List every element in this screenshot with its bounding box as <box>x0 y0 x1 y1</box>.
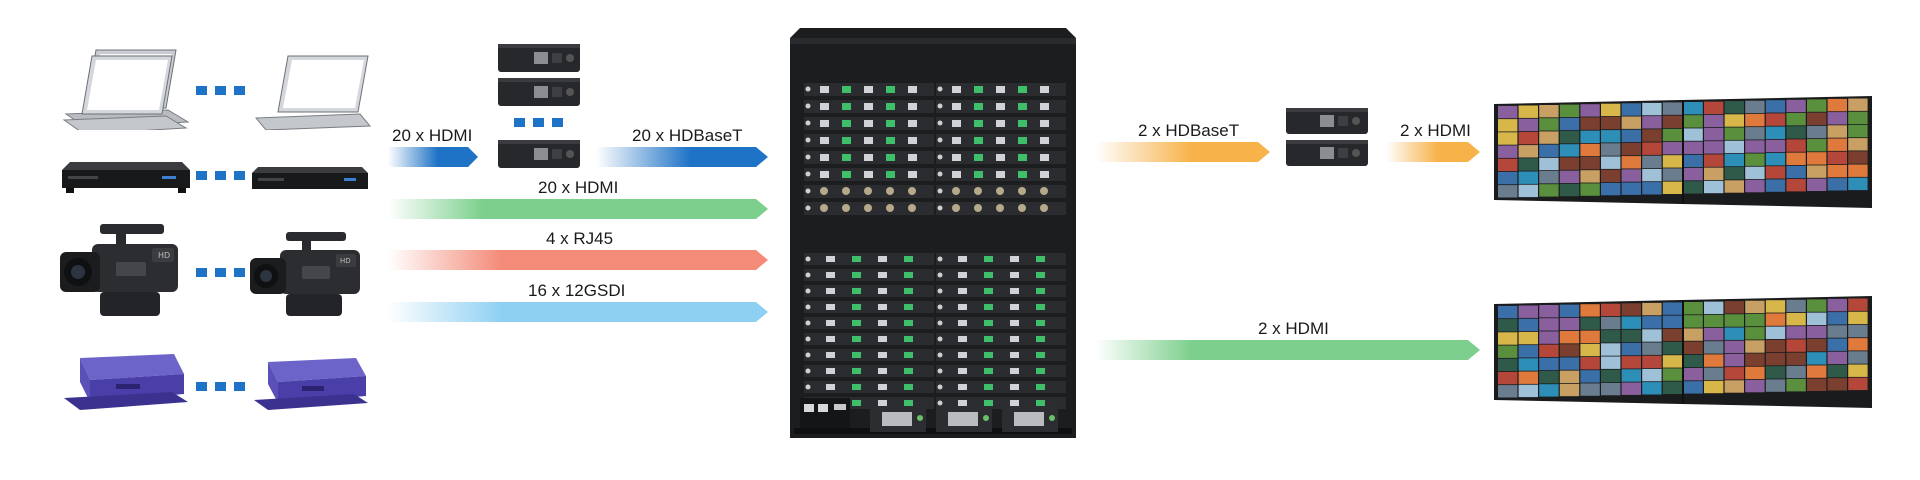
arrow-hdmi-direct <box>388 199 768 219</box>
camcorder-more-dots <box>196 268 245 277</box>
transmitter-more-dots <box>514 118 563 127</box>
svg-text:HD: HD <box>158 251 170 260</box>
signage-player-icon <box>64 354 188 410</box>
arrow-hdmi-to-wall-bottom <box>1096 340 1480 360</box>
arrow-sdi <box>388 302 768 322</box>
media-player-icon <box>252 167 368 189</box>
signage-player-left <box>62 354 190 414</box>
label-rj45: 4 x RJ45 <box>546 229 614 248</box>
label-sdi: 16 x 12GSDI <box>528 281 626 300</box>
video-wall-display <box>1494 296 1872 408</box>
power-supply-2 <box>936 406 992 432</box>
label-hdmi-to-transmitters: 20 x HDMI <box>392 126 473 145</box>
camcorder-icon: HD <box>60 224 178 316</box>
transmitter-icon <box>498 44 580 106</box>
power-supply-1 <box>870 406 926 432</box>
arrow-rj45 <box>388 250 768 270</box>
arrow-hdmi-to-wall-top <box>1386 142 1480 162</box>
svg-text:HD: HD <box>340 257 351 265</box>
camcorder-left: HD <box>60 222 190 322</box>
signage-player-icon <box>254 358 368 410</box>
camcorder-icon: HD <box>250 232 360 316</box>
video-wall-display <box>1494 96 1872 208</box>
laptop-icon <box>62 49 190 130</box>
label-hdmi-direct: 20 x HDMI <box>538 178 619 197</box>
media-player-left <box>62 160 190 196</box>
video-wall-top <box>1494 96 1872 208</box>
media-player-more-dots <box>196 171 245 180</box>
media-player-icon <box>62 162 190 193</box>
arrow-hdmi-to-transmitters <box>388 147 478 167</box>
matrix-switcher-icon <box>790 28 1076 438</box>
laptop-pair-left <box>62 48 192 130</box>
label-hdmi-to-wall-bottom: 2 x HDMI <box>1258 319 1329 338</box>
camcorder-right: HD <box>250 230 370 322</box>
arrow-hdbaset-to-receivers <box>1096 142 1270 162</box>
matrix-switcher-chassis <box>790 28 1076 438</box>
receiver-stack <box>1284 106 1370 170</box>
receiver-icon <box>1286 108 1368 166</box>
label-hdmi-to-wall-top: 2 x HDMI <box>1400 121 1471 140</box>
laptop-right <box>252 52 372 130</box>
label-hdbaset-to-receivers: 2 x HDBaseT <box>1138 121 1240 140</box>
signage-player-more-dots <box>196 382 245 391</box>
transmitter-stack-top <box>496 42 582 110</box>
label-hdbaset-to-matrix: 20 x HDBaseT <box>632 126 743 145</box>
power-supply-3 <box>1002 406 1058 432</box>
laptop-icon <box>254 55 372 130</box>
transmitter-bottom <box>496 138 582 170</box>
signage-player-right <box>252 358 370 414</box>
arrow-hdbaset-to-matrix <box>596 147 768 167</box>
media-player-right <box>252 165 368 195</box>
transmitter-icon <box>498 140 580 168</box>
laptop-more-dots <box>196 86 245 95</box>
video-wall-bottom <box>1494 296 1872 408</box>
